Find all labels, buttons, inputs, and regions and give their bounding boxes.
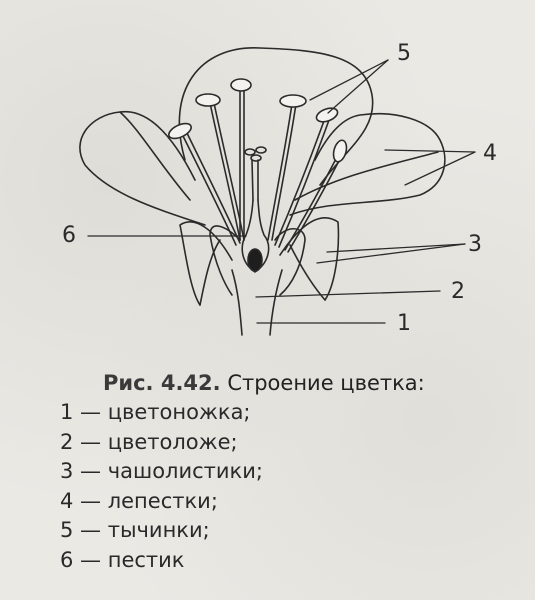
leader-line-5b xyxy=(327,59,389,114)
legend-list: 1 — цветоножка; 2 — цветоложе; 3 — чашол… xyxy=(60,398,263,575)
receptacle-and-pedicel xyxy=(231,269,283,336)
legend-item: 5 — тычинки; xyxy=(60,518,210,542)
legend-item: 4 — лепестки; xyxy=(60,488,218,513)
legend-item: 1 — цветоножка; xyxy=(60,400,251,424)
callout-6: 6 xyxy=(62,223,76,248)
leader-line-2 xyxy=(255,290,441,298)
ovary-fill xyxy=(247,248,263,272)
leader-line-3a xyxy=(326,243,466,253)
legend-item: 3 — чашолистики; xyxy=(60,459,263,483)
leader-line-5a xyxy=(309,59,389,101)
leader-line-4b xyxy=(404,151,476,186)
petal-outline xyxy=(79,47,446,226)
leader-line-4a xyxy=(384,149,476,153)
figure-caption: Рис. 4.42. Строение цветка: xyxy=(103,370,425,396)
stamen-outline xyxy=(168,78,348,253)
callout-4: 4 xyxy=(483,141,497,166)
figure-title: Строение цветка: xyxy=(227,371,425,395)
legend-item: 6 — пестик xyxy=(60,547,185,572)
callout-1: 1 xyxy=(397,311,411,336)
pistil-outline xyxy=(241,146,270,273)
callout-3: 3 xyxy=(468,232,482,257)
leader-line-3b xyxy=(316,243,466,264)
callout-2: 2 xyxy=(451,279,465,304)
callout-5: 5 xyxy=(397,41,411,66)
legend-item: 2 — цветоложе; xyxy=(60,429,238,454)
figure-number: Рис. 4.42. xyxy=(103,371,221,395)
